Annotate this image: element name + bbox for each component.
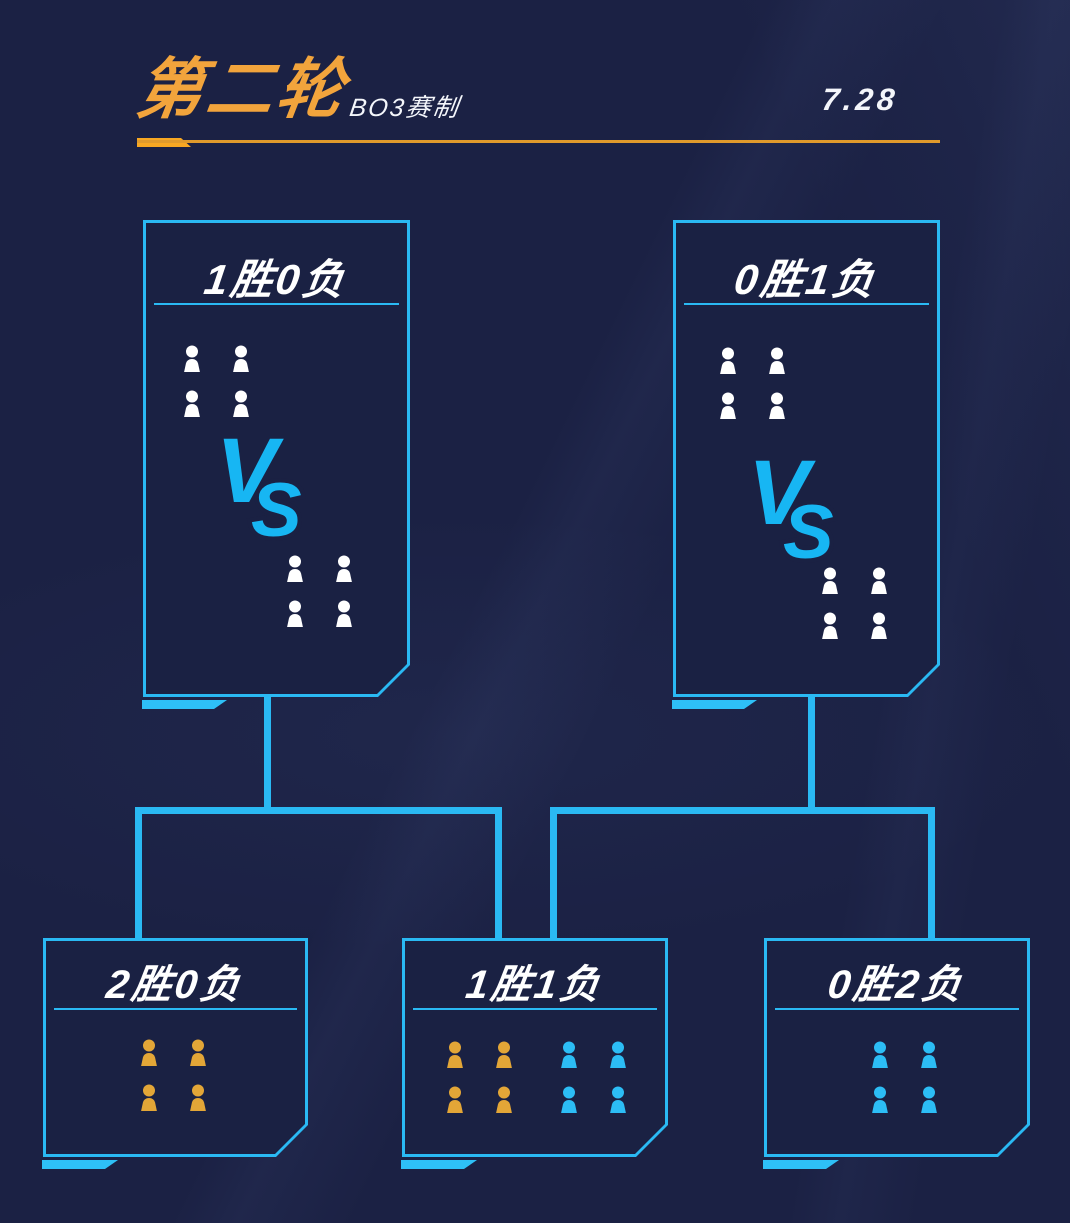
card-frame — [143, 220, 410, 697]
player-icon — [184, 345, 200, 372]
svg-text:S: S — [251, 468, 302, 542]
title-separator — [775, 1008, 1019, 1010]
player-icon — [190, 1039, 206, 1066]
card-accent-bar — [763, 1160, 839, 1169]
team-players-gold — [442, 1040, 517, 1115]
player-icon — [496, 1086, 512, 1113]
team-b-players — [282, 554, 357, 629]
team-players-cyan — [556, 1040, 631, 1115]
team-a-players — [179, 344, 254, 419]
bracket-connector — [550, 807, 557, 938]
title-separator — [684, 303, 929, 305]
player-icon — [233, 345, 249, 372]
card-frame — [764, 938, 1030, 1157]
title-separator — [413, 1008, 657, 1010]
svg-text:V: V — [751, 448, 816, 544]
standing-card-2: 1胜1负 — [402, 938, 668, 1157]
bracket-connector — [808, 697, 815, 810]
vs-logo: V S — [751, 448, 838, 564]
player-icon — [769, 347, 785, 374]
player-icon — [871, 612, 887, 639]
bracket-connector — [135, 807, 502, 814]
player-icon — [561, 1086, 577, 1113]
vs-logo: V S — [219, 426, 306, 542]
title-separator — [54, 1008, 297, 1010]
record-title: 1胜1负 — [463, 963, 606, 1007]
player-icon — [822, 567, 838, 594]
record-title: 0胜2负 — [825, 963, 968, 1007]
player-icon — [720, 392, 736, 419]
player-icon — [447, 1041, 463, 1068]
player-icon — [720, 347, 736, 374]
card-frame — [402, 938, 668, 1157]
bracket-connector — [495, 807, 502, 938]
team-players-gold — [136, 1038, 211, 1113]
standing-card-1: 2胜0负 — [43, 938, 308, 1157]
bracket-connector — [928, 807, 935, 938]
player-icon — [872, 1086, 888, 1113]
player-icon — [336, 555, 352, 582]
player-icon — [872, 1041, 888, 1068]
player-icon — [496, 1041, 512, 1068]
record-title: 2胜0负 — [103, 963, 247, 1007]
player-icon — [184, 390, 200, 417]
player-icon — [141, 1084, 157, 1111]
title-separator — [154, 303, 399, 305]
player-icon — [610, 1086, 626, 1113]
player-icon — [769, 392, 785, 419]
player-icon — [447, 1086, 463, 1113]
player-icon — [871, 567, 887, 594]
svg-text:V: V — [219, 426, 284, 522]
player-icon — [822, 612, 838, 639]
team-b-players — [817, 566, 892, 641]
record-title: 0胜1负 — [731, 256, 881, 303]
card-accent-bar — [672, 700, 757, 709]
player-icon — [233, 390, 249, 417]
player-icon — [190, 1084, 206, 1111]
player-icon — [610, 1041, 626, 1068]
player-icon — [287, 600, 303, 627]
match-date: 7.28 — [820, 82, 901, 117]
record-title: 1胜0负 — [201, 256, 351, 303]
round-title: 第二轮 — [132, 52, 353, 126]
bracket-connector — [550, 807, 935, 814]
bracket-connector — [264, 697, 271, 810]
card-frame — [43, 938, 308, 1157]
match-card-1: 1胜0负 V S — [143, 220, 410, 697]
player-icon — [921, 1086, 937, 1113]
player-icon — [921, 1041, 937, 1068]
card-accent-bar — [142, 700, 227, 709]
standing-card-3: 0胜2负 — [764, 938, 1030, 1157]
player-icon — [141, 1039, 157, 1066]
player-icon — [336, 600, 352, 627]
card-accent-bar — [401, 1160, 477, 1169]
header-divider — [137, 140, 940, 143]
format-label: BO3赛制 — [347, 94, 462, 122]
team-players-cyan — [867, 1040, 942, 1115]
player-icon — [287, 555, 303, 582]
match-card-2: 0胜1负 V S — [673, 220, 940, 697]
player-icon — [561, 1041, 577, 1068]
bracket-connector — [135, 807, 142, 938]
card-accent-bar — [42, 1160, 118, 1169]
card-frame — [673, 220, 940, 697]
svg-text:S: S — [783, 490, 834, 564]
team-a-players — [715, 346, 790, 421]
